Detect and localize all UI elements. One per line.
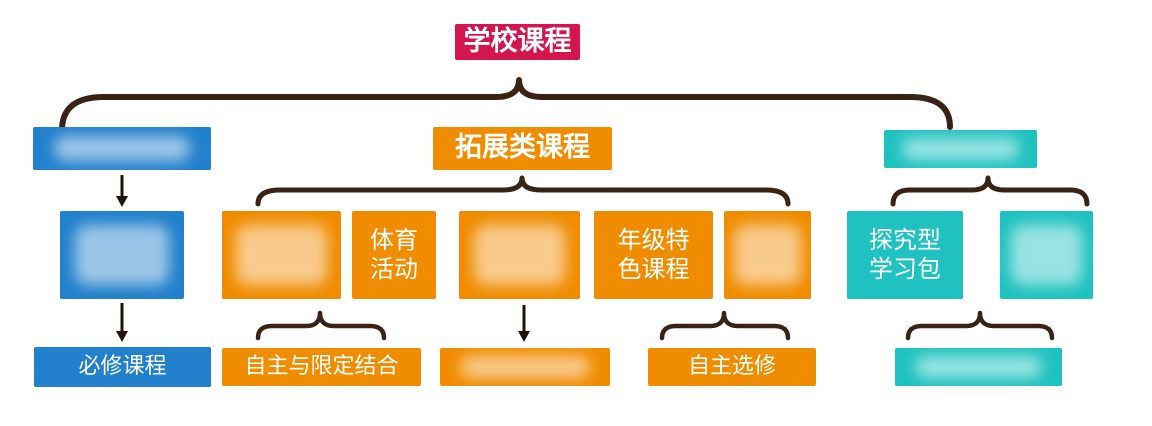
arrowhead-left-top [116,196,128,207]
node-expansion-courses: 拓展类课程 [433,127,612,170]
brace-center-left [255,310,387,341]
node-orange-level2-blurred-2 [459,211,580,299]
brace-center-right [659,310,791,341]
node-teal-level1-blurred [884,130,1037,168]
node-sports-activities: 体育 活动 [352,211,436,299]
node-orange-level2-blurred-3 [724,211,811,299]
node-blue-level1-blurred [33,127,211,170]
blur-redaction [902,137,1019,161]
arrowhead-left-bottom [116,331,128,342]
node-orange-level2-blurred-1 [222,211,341,299]
blur-redaction [915,355,1042,379]
brace-right-bottom [905,310,1055,341]
blur-redaction [74,225,170,285]
node-school-curriculum-title: 学校课程 [455,24,580,60]
arrowhead-center [518,331,530,342]
blur-redaction [734,225,801,285]
brace-right [890,175,1090,207]
brace-top [59,77,953,133]
node-self-elective: 自主选修 [648,348,816,386]
blur-redaction [460,355,590,379]
node-required-courses: 必修课程 [34,347,211,387]
blur-redaction [1011,225,1082,285]
blur-redaction [236,225,327,285]
brace-center [255,175,791,207]
node-blue-level2-blurred [60,211,184,299]
node-teal-level3-blurred [895,348,1062,386]
node-self-and-limited-combined: 自主与限定结合 [222,348,421,386]
node-grade-special-courses: 年级特 色课程 [594,211,713,299]
blur-redaction [473,225,566,285]
node-teal-level2-blurred [1000,211,1093,299]
node-inquiry-learning-package: 探究型 学习包 [847,211,963,299]
blur-redaction [54,135,190,162]
node-orange-level3-blurred [440,348,610,386]
